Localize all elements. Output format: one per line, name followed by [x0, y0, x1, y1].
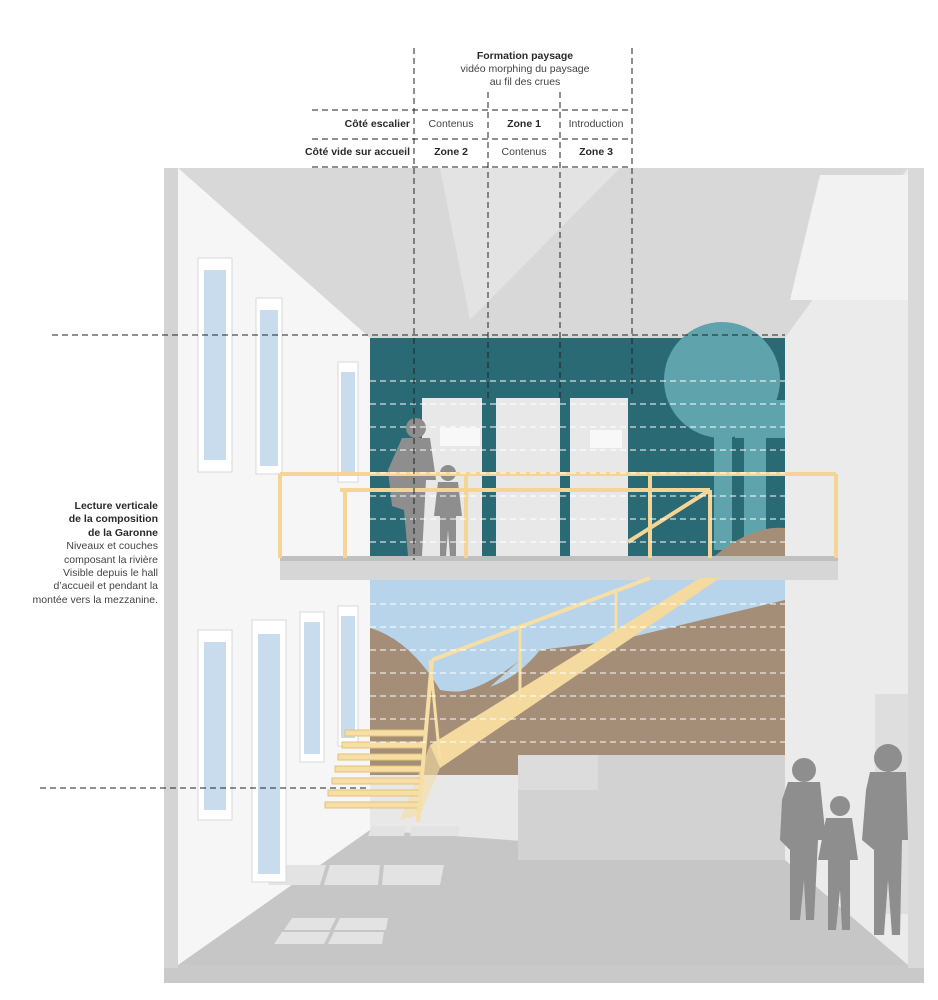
floor [178, 830, 908, 965]
display-panel-2 [496, 398, 560, 558]
annotation-title-2: de la composition [68, 513, 158, 526]
annotation-body-4: d’accueil et pendant la [53, 580, 159, 593]
mezzanine-visitors [388, 418, 462, 556]
panel-screen-1 [440, 428, 480, 446]
guide-lines [40, 48, 785, 789]
reception-counter-top [518, 755, 598, 790]
sand-hill [370, 628, 520, 710]
row2-cell-3: Zone 3 [579, 146, 613, 158]
left-outer-wall [164, 168, 178, 968]
row1-cell-2: Zone 1 [507, 118, 541, 130]
row1-cell-1: Contenus [428, 118, 474, 130]
annotation-title-1: Lecture verticale [74, 500, 158, 512]
panel-screen-3 [590, 430, 622, 448]
left-windows [197, 257, 359, 883]
sky-layer [370, 580, 785, 692]
row1-cell-3: Introduction [568, 118, 624, 130]
layer-lines [370, 380, 785, 743]
annotation-title-3: de la Garonne [87, 526, 158, 539]
tree-trunk-1 [714, 430, 732, 550]
row-label-cote-escalier: Côté escalier [344, 118, 410, 130]
annotation-body-5: montée vers la mezzanine. [32, 593, 158, 606]
teal-sand-edge [710, 527, 785, 560]
right-outer-wall [908, 168, 924, 968]
header-subtitle-line1: vidéo morphing du paysage [460, 63, 590, 75]
ground-slab [164, 965, 924, 983]
annotation-body-2: composant la rivière [64, 553, 158, 566]
ceiling-light [440, 168, 620, 320]
ground-visitors [780, 744, 908, 935]
annotation-body-3: Visible depuis le hall [63, 567, 158, 580]
display-panel-3 [570, 398, 628, 558]
tree-trunk-2 [744, 430, 766, 550]
header-subtitle-line2: au fil des crues [489, 76, 561, 88]
mezzanine-railing [278, 472, 838, 558]
row2-cell-2: Contenus [501, 146, 547, 158]
mezzanine-edge [280, 556, 838, 561]
row-label-cote-vide: Côté vide sur accueil [304, 146, 410, 158]
mezzanine-slab [280, 560, 838, 580]
right-wall-light [790, 175, 908, 300]
vertical-reading-annotation: Lecture verticale de la composition de l… [20, 500, 158, 607]
row2-cell-1: Zone 2 [434, 146, 468, 158]
annotation-body-1: Niveaux et couches [66, 540, 158, 553]
header-title: Formation paysage [476, 50, 574, 62]
ceiling [178, 168, 908, 338]
